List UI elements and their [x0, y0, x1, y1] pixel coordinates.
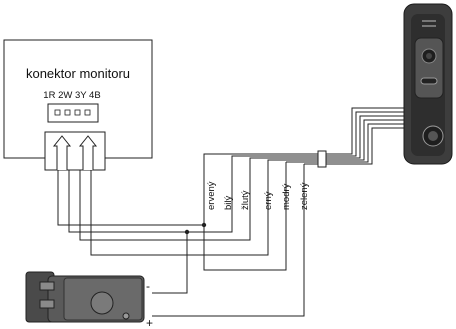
- speaker-grille-2: [422, 25, 436, 27]
- door-station: [403, 3, 453, 165]
- monitor-connector-title: konektor monitoru: [26, 66, 130, 81]
- pin-labels: 1R 2W 3Y 4B: [43, 90, 100, 101]
- wire-yellow: [79, 157, 322, 241]
- wire-green: [152, 164, 305, 317]
- lock-screw: [122, 312, 130, 320]
- connector-plug: [44, 131, 106, 171]
- cable-5: [322, 123, 410, 163]
- lock-minus-label: -: [146, 279, 150, 293]
- lock-bolt-bottom: [39, 299, 55, 309]
- wire-label-yellow: žlutý: [240, 190, 251, 210]
- wire-lock-minus: [152, 232, 188, 294]
- electric-lock: - +: [25, 271, 153, 329]
- monitor-connector: konektor monitoru 1R 2W 3Y 4B: [3, 39, 153, 171]
- led-strip: [420, 77, 438, 85]
- wire-labels: ervený bilý žlutý erný modrý zelený: [206, 181, 310, 210]
- camera-module: [414, 37, 444, 99]
- latch-right: [78, 135, 98, 170]
- lock-cylinder: [90, 291, 114, 315]
- cable-4: [322, 119, 410, 161]
- wire-label-green: zelený: [299, 182, 310, 210]
- wire-white: [68, 155, 322, 233]
- pin-2: [64, 109, 71, 116]
- pin-3: [74, 109, 81, 116]
- speaker-grille-1: [422, 20, 436, 22]
- wire-label-red: ervený: [206, 181, 217, 210]
- junction-dot-2: [184, 229, 190, 235]
- cable-2: [322, 111, 410, 157]
- wire-label-blue: modrý: [281, 183, 292, 210]
- wire-black-from-monitor: [90, 159, 322, 256]
- cable-bundle-clamp: [317, 150, 327, 168]
- cable-6: [322, 127, 410, 165]
- wire-label-white: bilý: [223, 195, 234, 210]
- wire-blue: [203, 162, 287, 271]
- wire-label-black: erný: [263, 191, 274, 210]
- lock-bolt-top: [39, 281, 55, 291]
- lock-plus-label: +: [146, 316, 153, 329]
- latch-left: [52, 135, 72, 170]
- pin-header: [47, 103, 99, 123]
- pin-4: [84, 109, 91, 116]
- call-button-inner: [428, 131, 438, 141]
- wires: [57, 107, 410, 317]
- junction-dot-1: [201, 222, 207, 228]
- cable-1: [322, 107, 410, 155]
- cable-3: [322, 115, 410, 159]
- camera-lens-inner: [426, 53, 432, 59]
- pin-1: [54, 109, 61, 116]
